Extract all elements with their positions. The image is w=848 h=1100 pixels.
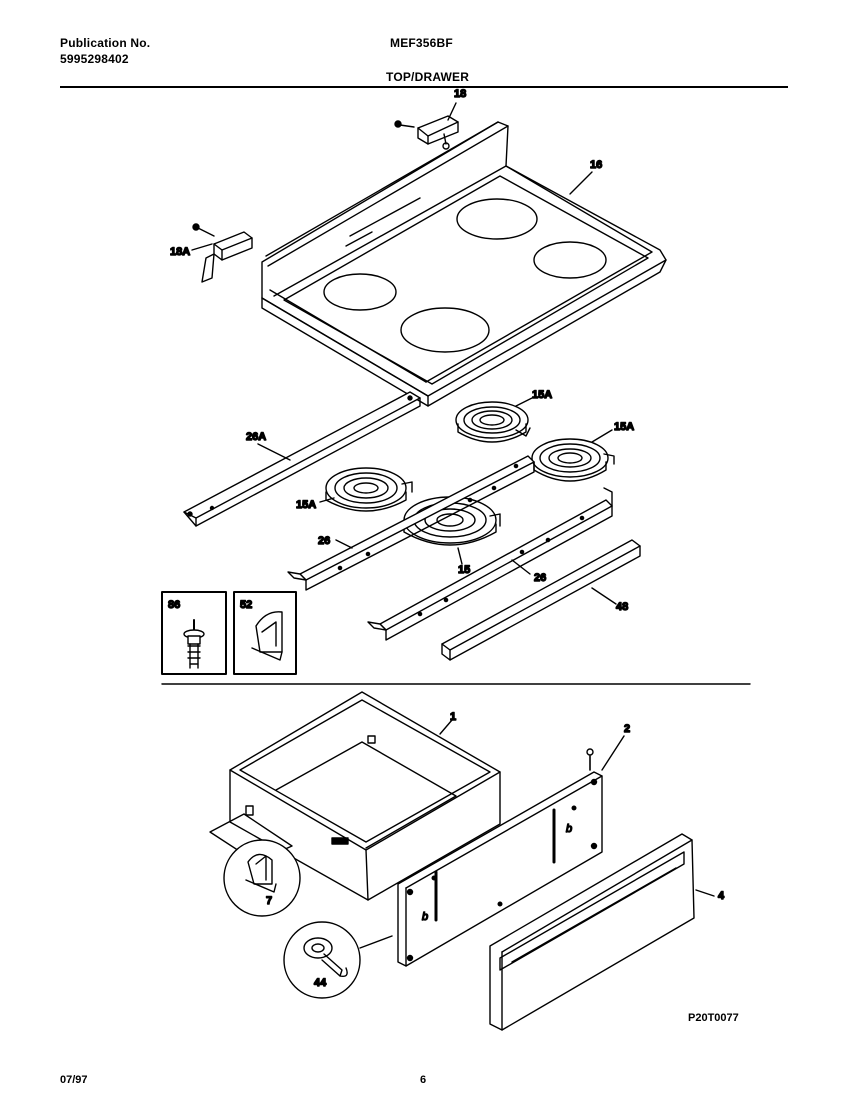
footer-date: 07/97 <box>60 1074 88 1086</box>
callout-18a: 18A <box>170 246 190 258</box>
callout-15: 15 <box>458 564 470 576</box>
callout-48: 48 <box>616 601 628 613</box>
part-26a-bar <box>183 391 421 527</box>
publication-label: Publication No. <box>60 36 151 50</box>
part-15-element-front-right <box>403 496 501 565</box>
svg-text:b: b <box>566 823 572 835</box>
callout-86: 86 <box>168 599 180 611</box>
part-2-drawer-front-panel: b b <box>397 735 625 967</box>
diagram-code: P20T0077 <box>688 1012 739 1024</box>
detail-circle-44 <box>283 921 393 999</box>
callout-7: 7 <box>266 895 272 907</box>
callout-16: 16 <box>590 159 602 171</box>
callout-26-right: 26 <box>534 572 546 584</box>
part-26-support-right <box>367 487 613 641</box>
callout-26-left: 26 <box>318 535 330 547</box>
part-15a-element-front-left <box>319 467 413 512</box>
callout-1: 1 <box>450 711 456 723</box>
svg-text:b: b <box>422 911 428 923</box>
part-26-support-left <box>287 455 535 591</box>
model-number: MEF356BF <box>390 36 453 50</box>
part-18a-bracket <box>191 223 253 283</box>
callout-4: 4 <box>718 890 725 902</box>
callout-44: 44 <box>314 977 327 989</box>
detail-circle-7 <box>223 839 301 917</box>
section-title: TOP/DRAWER <box>386 70 470 84</box>
part-48-trim <box>441 539 641 661</box>
part-15a-element-rear-left <box>455 397 533 443</box>
callout-15a-front-left: 15A <box>296 499 316 511</box>
callout-26a: 26A <box>246 431 266 443</box>
callout-18: 18 <box>454 88 466 100</box>
inset-box-52 <box>233 591 297 675</box>
header-rule <box>60 86 788 88</box>
part-16-cooktop <box>261 121 667 407</box>
part-1-drawer-body <box>209 691 501 901</box>
part-18-bracket <box>394 102 459 150</box>
publication-number: 5995298402 <box>60 52 129 66</box>
part-4-drawer-handle-panel <box>489 833 715 1031</box>
callout-15a-rear-right: 15A <box>614 421 634 433</box>
callout-15a-rear-left: 15A <box>532 389 552 401</box>
callout-52: 52 <box>240 599 252 611</box>
inset-box-86 <box>161 591 227 675</box>
page-number: 6 <box>420 1074 427 1086</box>
callout-2: 2 <box>624 723 630 735</box>
part-15a-element-rear-right <box>531 429 615 482</box>
